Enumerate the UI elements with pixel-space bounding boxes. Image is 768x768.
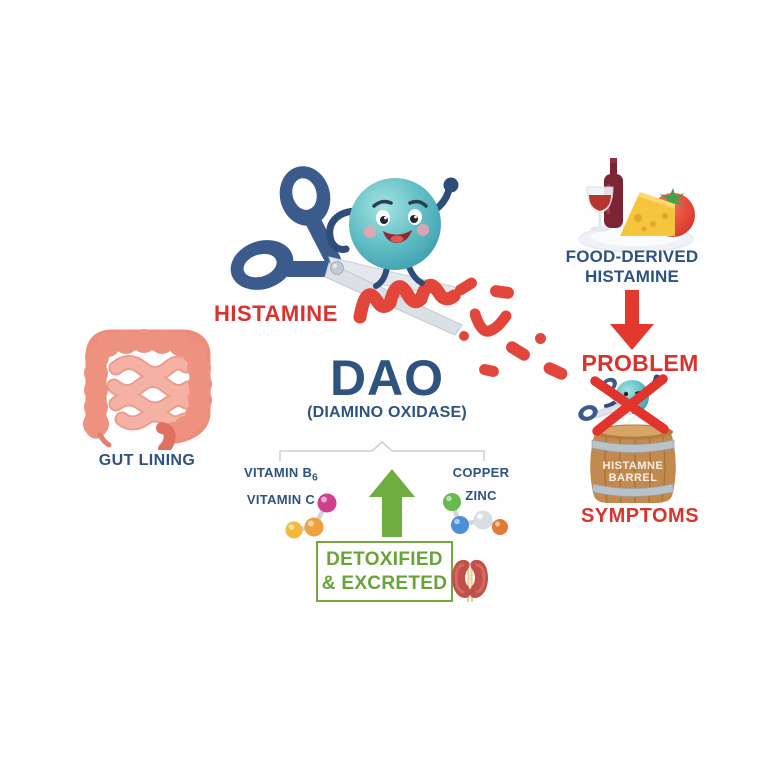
dao-cofactor-bracket <box>279 440 485 461</box>
barrel-icon: HISTAMNE BARREL <box>590 424 676 504</box>
dao-enzyme-character <box>326 177 459 289</box>
dao-subtitle: (DIAMINO OXIDASE) <box>307 404 467 421</box>
dao-scissors-cutting-histamine-illustration <box>230 166 463 336</box>
histamine-label: HISTAMINE <box>214 301 338 326</box>
mineral-molecule-icon <box>443 493 508 535</box>
vitamin-c-label: VITAMIN C <box>246 491 316 507</box>
detox-line2: & EXCRETED <box>321 572 448 594</box>
barrel-text-line2: BARREL <box>609 472 658 484</box>
red-x-icon <box>590 374 669 436</box>
kidneys-icon <box>452 559 488 602</box>
histamine-molecule-squiggle-icon <box>353 278 461 324</box>
problem-label: PROBLEM <box>581 350 699 376</box>
cofactors-left-labels: VITAMIN B6 VITAMIN C <box>236 465 326 507</box>
food-plate-icon <box>578 158 695 253</box>
copper-label: COPPER <box>452 465 510 480</box>
food-derived-histamine-label: FOOD-DERIVED HISTAMINE <box>563 247 701 287</box>
zinc-label: ZINC <box>465 488 497 503</box>
cheese-icon <box>620 192 675 236</box>
vitamin-molecule-icon <box>285 493 337 539</box>
symptoms-label: SYMPTOMS <box>580 505 700 527</box>
dao-title-block: DAO (DIAMINO OXIDASE) <box>287 350 487 422</box>
gut-lining-label: GUT LINING <box>98 452 196 469</box>
food-label-line2: HISTAMINE <box>584 267 680 286</box>
vitamin-b6-label: VITAMIN B6 <box>243 465 319 484</box>
cofactors-right-labels: COPPER ZINC <box>448 465 514 503</box>
food-label-line1: FOOD-DERIVED <box>565 247 699 266</box>
wine-glass-icon <box>586 186 614 232</box>
dao-title: DAO <box>329 350 445 406</box>
barrel-text-line1: HISTAMNE <box>603 460 664 472</box>
up-arrow-icon <box>369 469 415 537</box>
detoxified-excreted-box: DETOXIFIED & EXCRETED <box>316 541 453 602</box>
detox-line1: DETOXIFIED <box>326 548 443 570</box>
down-arrow-icon <box>610 290 654 350</box>
gut-lining-illustration <box>83 329 212 450</box>
scissors-handles-icon <box>230 166 341 290</box>
histamine-barrel-illustration: HISTAMNE BARREL <box>578 374 676 504</box>
